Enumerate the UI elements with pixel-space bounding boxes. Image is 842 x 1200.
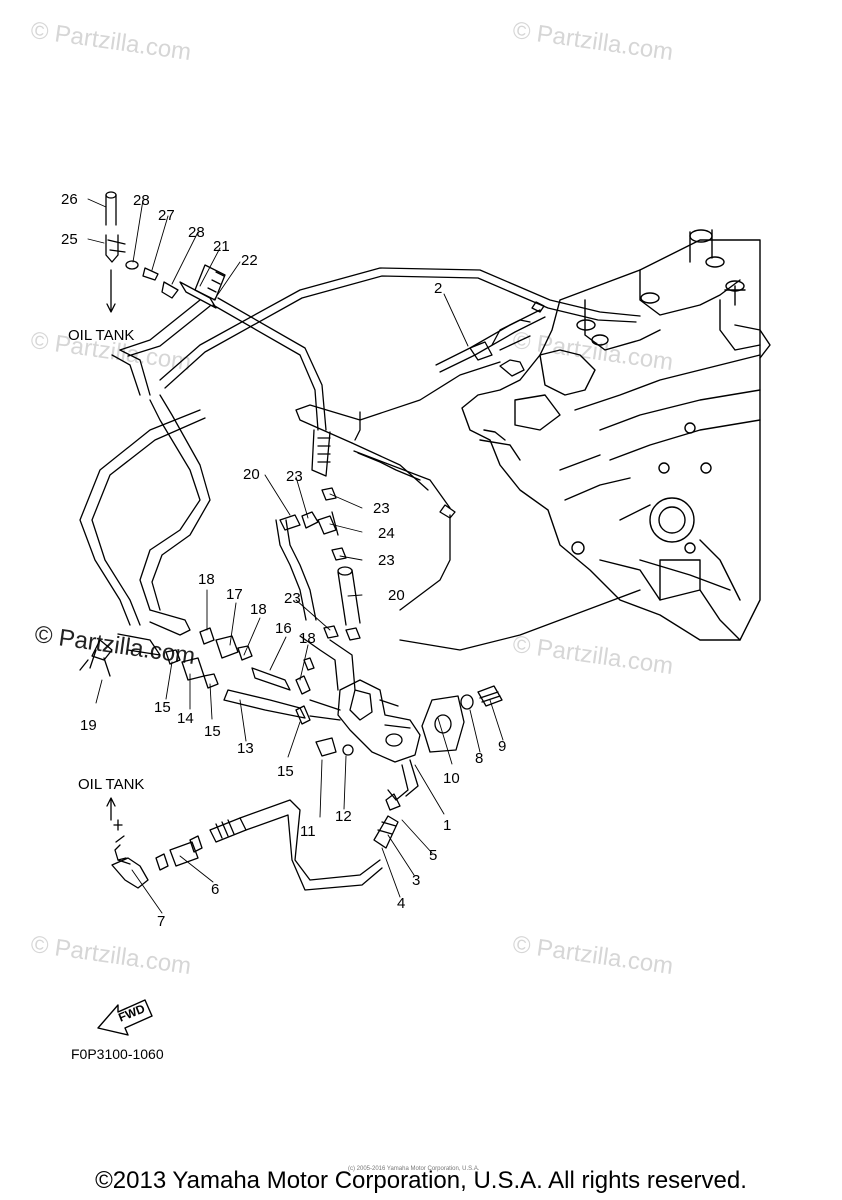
callout-13: 13 [237,740,254,757]
callout-15: 15 [204,723,221,740]
oil-tank-label-bottom: OIL TANK [78,776,145,793]
callout-5: 5 [429,847,438,864]
callout-24: 24 [378,525,395,542]
callout-18: 18 [198,571,215,588]
callout-3: 3 [412,872,421,889]
callout-8: 8 [475,750,484,767]
callout-20: 20 [388,587,405,604]
callout-20: 20 [243,466,260,483]
tank-fittings [105,191,217,313]
callout-1: 1 [443,817,452,834]
oil-pump [315,589,641,801]
callout-17: 17 [226,586,243,603]
callout-23: 23 [373,500,390,517]
callout-23: 23 [286,468,303,485]
leader-lines [87,198,504,914]
callout-15: 15 [154,699,171,716]
callout-21: 21 [213,238,230,255]
callout-15: 15 [277,763,294,780]
callout-23: 23 [284,590,301,607]
callout-27: 26 [61,191,78,208]
figure-code: F0P3100-1060 [71,1046,164,1062]
copyright-footer: ©2013 Yamaha Motor Corporation, U.S.A. A… [95,1167,747,1194]
callout-14: 14 [177,710,194,727]
fwd-arrow-icon [97,999,153,1036]
callout-2: 2 [434,280,443,297]
callout-28: 28 [133,192,150,209]
callout-11: 11 [300,823,316,840]
engine-block [461,229,771,641]
throttle-cables [159,267,641,611]
lower-oil-line [106,793,401,891]
callout-22: 22 [241,252,258,269]
callout-10: 10 [443,770,460,787]
callout-16: 16 [275,620,292,637]
callout-6: 6 [211,881,220,898]
callout-28: 28 [188,224,205,241]
callout-19: 19 [80,717,97,734]
callout-26: 25 [61,231,78,248]
oil-tank-label-top: OIL TANK [68,327,135,344]
fine-print: (c) 2005-2016 Yamaha Motor Corporation, … [348,1166,480,1172]
callout-9: 9 [498,738,507,755]
callout-7: 7 [157,913,166,930]
callout-12: 12 [335,808,352,825]
callout-25: 27 [158,207,175,224]
callout-4: 4 [397,895,406,912]
oil-hose-loop [79,264,361,656]
callout-18: 18 [250,601,267,618]
callout-18: 18 [299,630,316,647]
callout-23: 23 [378,552,395,569]
clamps-connectors [79,487,361,725]
